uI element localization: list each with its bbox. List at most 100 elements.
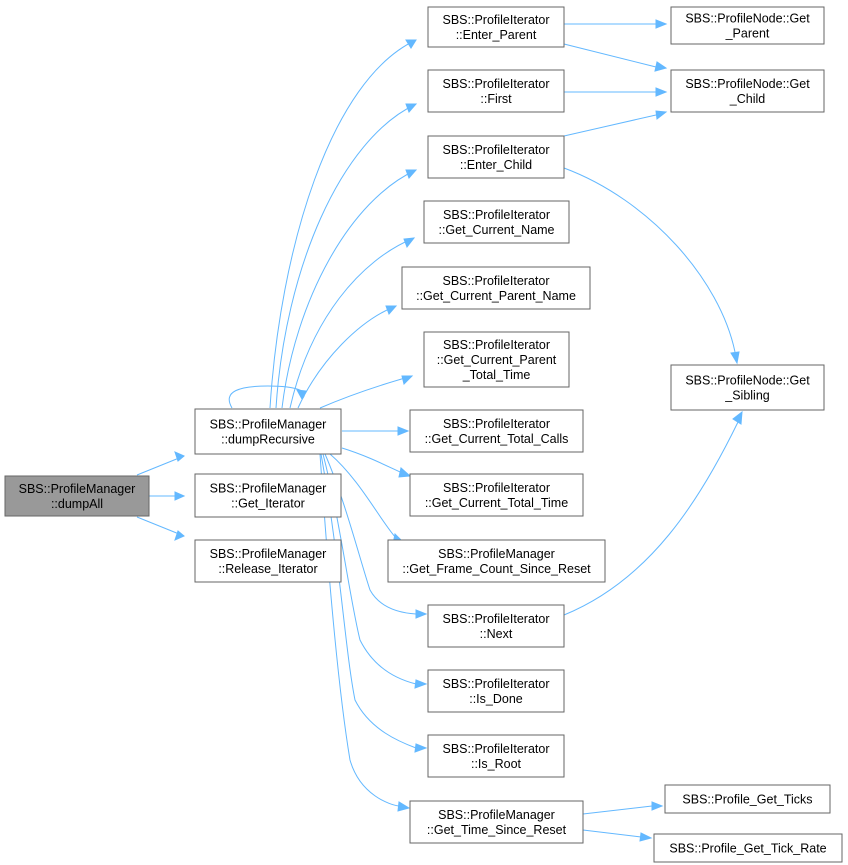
node-label-line: SBS::ProfileManager <box>19 482 136 496</box>
node-get-current-parent-total-time[interactable]: SBS::ProfileIterator::Get_Current_Parent… <box>423 331 570 388</box>
node-label-line: ::Next <box>480 627 513 641</box>
node-enter-child[interactable]: SBS::ProfileIterator::Enter_Child <box>427 135 565 179</box>
edge-arrowhead <box>654 61 668 72</box>
node-label-line: SBS::ProfileIterator <box>443 77 550 91</box>
edge-arrowhead <box>655 87 668 97</box>
node-release-iterator[interactable]: SBS::ProfileManager::Release_Iterator <box>194 539 342 583</box>
node-label-line: SBS::ProfileNode::Get <box>685 77 810 91</box>
edge-line <box>136 455 185 476</box>
node-first[interactable]: SBS::ProfileIterator::First <box>427 69 565 113</box>
node-label-line: SBS::ProfileIterator <box>443 481 550 495</box>
edge-line <box>582 829 642 838</box>
edge-line <box>582 805 653 815</box>
node-box <box>653 833 843 863</box>
edge-dumpRecursive-to-enterParent <box>269 39 417 409</box>
edge-line <box>320 453 417 749</box>
node-label-line: ::Get_Current_Total_Time <box>425 496 568 510</box>
node-label-line: SBS::ProfileNode::Get <box>685 374 810 388</box>
node-label-line: _Total_Time <box>462 368 531 382</box>
node-profile-get-ticks[interactable]: SBS::Profile_Get_Ticks <box>664 784 831 814</box>
edge-dumpRecursive-to-getCurrentParentTotalTime <box>319 375 414 409</box>
edge-dumpRecursive-to-getCurrentName <box>289 237 416 409</box>
edge-enterChild-to-nodeGetSibling <box>563 167 740 365</box>
node-label-line: _Child <box>729 92 765 106</box>
edge-getTimeSinceReset-to-profileGetTickRate <box>582 829 653 842</box>
node-label-line: SBS::ProfileIterator <box>443 417 550 431</box>
node-box <box>664 784 831 814</box>
edge-arrowhead <box>414 679 428 689</box>
edge-arrowhead <box>401 375 414 385</box>
node-label-line: SBS::ProfileIterator <box>443 677 550 691</box>
node-label-line: SBS::Profile_Get_Ticks <box>682 793 812 807</box>
node-box <box>427 135 565 179</box>
node-get-current-total-time[interactable]: SBS::ProfileIterator::Get_Current_Total_… <box>409 473 584 517</box>
edge-line <box>563 43 657 68</box>
edge-arrowhead <box>651 801 664 811</box>
edge-line <box>136 516 185 537</box>
node-label-line: ::Enter_Child <box>460 158 532 172</box>
node-dump-all[interactable]: SBS::ProfileManager::dumpAll <box>4 475 150 517</box>
node-label-line: SBS::ProfileIterator <box>443 612 550 626</box>
node-label-line: ::Get_Time_Since_Reset <box>427 823 567 837</box>
node-label-line: ::Get_Frame_Count_Since_Reset <box>402 562 591 576</box>
node-node-get-parent[interactable]: SBS::ProfileNode::Get_Parent <box>670 6 825 45</box>
node-label-line: ::Get_Current_Parent_Name <box>416 289 576 303</box>
node-next[interactable]: SBS::ProfileIterator::Next <box>427 604 565 648</box>
edge-arrowhead <box>174 491 186 501</box>
node-label-line: ::First <box>480 92 512 106</box>
edge-line <box>563 114 657 137</box>
node-box <box>409 409 584 453</box>
node-node-get-sibling[interactable]: SBS::ProfileNode::Get_Sibling <box>670 364 825 411</box>
node-box <box>670 6 825 45</box>
edge-line <box>319 375 413 409</box>
node-label-line: ::Get_Current_Total_Calls <box>425 432 569 446</box>
node-label-line: SBS::ProfileManager <box>210 547 327 561</box>
node-box <box>401 266 591 310</box>
edge-dumpRecursive-to-isRoot <box>320 453 428 753</box>
node-label-line: SBS::ProfileManager <box>438 547 555 561</box>
edge-arrowhead <box>730 351 740 365</box>
edge-arrowhead <box>415 609 428 619</box>
edge-dumpAll-to-getIterator <box>149 491 186 501</box>
edge-arrowhead <box>405 39 417 49</box>
edge-arrowhead <box>174 451 185 462</box>
edge-line <box>329 453 397 539</box>
node-box <box>194 539 342 583</box>
edge-line <box>269 39 417 409</box>
node-label-line: SBS::ProfileIterator <box>443 274 550 288</box>
node-label-line: SBS::ProfileManager <box>210 482 327 496</box>
node-label-line: ::dumpRecursive <box>221 433 315 447</box>
node-box <box>194 473 342 518</box>
edge-arrowhead <box>385 305 398 315</box>
node-profile-get-tick-rate[interactable]: SBS::Profile_Get_Tick_Rate <box>653 833 843 863</box>
edge-dumpRecursive-to-first <box>275 103 418 409</box>
node-dump-recursive[interactable]: SBS::ProfileManager::dumpRecursive <box>194 408 342 455</box>
edge-line <box>563 421 739 616</box>
node-is-root[interactable]: SBS::ProfileIterator::Is_Root <box>427 734 565 778</box>
edge-dumpRecursive-to-getCurrentTotalCalls <box>342 426 410 436</box>
node-get-current-name[interactable]: SBS::ProfileIterator::Get_Current_Name <box>423 200 570 244</box>
node-get-current-parent-name[interactable]: SBS::ProfileIterator::Get_Current_Parent… <box>401 266 591 310</box>
edge-enterChild-to-nodeGetChild <box>563 110 668 137</box>
node-label-line: ::Enter_Parent <box>456 28 537 42</box>
node-is-done[interactable]: SBS::ProfileIterator::Is_Done <box>427 669 565 713</box>
edge-dumpAll-to-releaseIterator <box>136 516 185 541</box>
edge-arrowhead <box>639 832 653 842</box>
node-enter-parent[interactable]: SBS::ProfileIterator::Enter_Parent <box>427 6 565 48</box>
node-get-time-since-reset[interactable]: SBS::ProfileManager::Get_Time_Since_Rese… <box>409 800 584 844</box>
node-label-line: ::Get_Current_Parent <box>437 353 557 367</box>
node-get-current-total-calls[interactable]: SBS::ProfileIterator::Get_Current_Total_… <box>409 409 584 453</box>
node-label-line: ::Get_Iterator <box>231 497 305 511</box>
node-get-iterator[interactable]: SBS::ProfileManager::Get_Iterator <box>194 473 342 518</box>
edge-first-to-nodeGetChild <box>564 87 668 97</box>
node-box <box>409 473 584 517</box>
node-get-frame-count-since-reset[interactable]: SBS::ProfileManager::Get_Frame_Count_Sin… <box>387 539 606 583</box>
node-label-line: SBS::ProfileIterator <box>443 143 550 157</box>
edge-line <box>297 305 397 409</box>
node-label-line: SBS::ProfileIterator <box>443 338 550 352</box>
node-node-get-child[interactable]: SBS::ProfileNode::Get_Child <box>670 69 825 113</box>
node-box <box>427 6 565 48</box>
node-box <box>409 800 584 844</box>
node-box <box>387 539 606 583</box>
node-box <box>194 408 342 455</box>
